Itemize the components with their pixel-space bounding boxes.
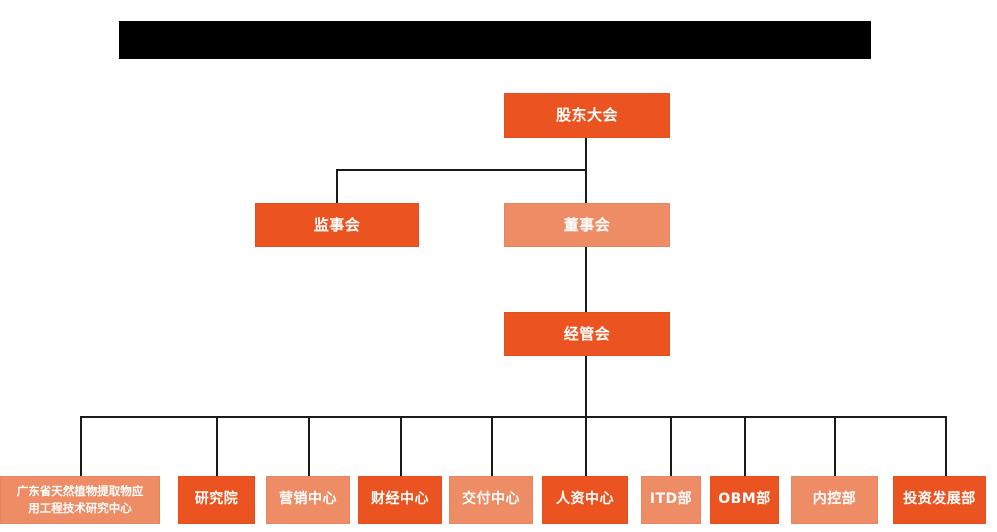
connector-management-down [585, 356, 587, 417]
node-shareholders-meeting[interactable]: 股东大会 [504, 93, 670, 138]
connector-dept-8 [744, 416, 746, 476]
connector-supervisors-down [336, 169, 338, 203]
connector-dept-5 [491, 416, 493, 476]
connector-dept-2 [216, 416, 218, 476]
connector-dept-10 [945, 416, 947, 476]
node-dept-research-institute[interactable]: 研究院 [178, 476, 255, 524]
node-board-of-directors[interactable]: 董事会 [504, 203, 670, 247]
node-dept-marketing-center[interactable]: 营销中心 [266, 476, 350, 524]
dept-label-line2: 用工程技术研究中心 [28, 501, 132, 515]
node-dept-finance-center[interactable]: 财经中心 [358, 476, 442, 524]
connector-dept-3 [308, 416, 310, 476]
node-dept-obm[interactable]: OBM部 [710, 476, 779, 524]
node-dept-itd[interactable]: ITD部 [641, 476, 701, 524]
connector-level2-bus [336, 169, 587, 171]
connector-dept-7 [670, 416, 672, 476]
connector-dept-6 [585, 416, 587, 476]
connector-shareholders-down [585, 138, 587, 170]
connector-directors-to-management [585, 246, 587, 312]
connector-directors-down [585, 169, 587, 203]
node-dept-internal-control[interactable]: 内控部 [791, 476, 878, 524]
node-dept-investment-development[interactable]: 投资发展部 [893, 476, 986, 524]
redaction-bar [119, 21, 871, 59]
node-dept-delivery-center[interactable]: 交付中心 [449, 476, 533, 524]
node-dept-hr-center[interactable]: 人资中心 [542, 476, 628, 524]
connector-dept-4 [400, 416, 402, 476]
node-management-committee[interactable]: 经管会 [504, 312, 670, 356]
connector-dept-1 [80, 416, 82, 476]
node-board-of-supervisors[interactable]: 监事会 [255, 203, 419, 247]
dept-label-line1: 广东省天然植物提取物应 [16, 484, 144, 499]
node-dept-research-center[interactable]: 广东省天然植物提取物应 用工程技术研究中心 [0, 476, 160, 524]
connector-department-bus [80, 416, 946, 418]
connector-dept-9 [834, 416, 836, 476]
